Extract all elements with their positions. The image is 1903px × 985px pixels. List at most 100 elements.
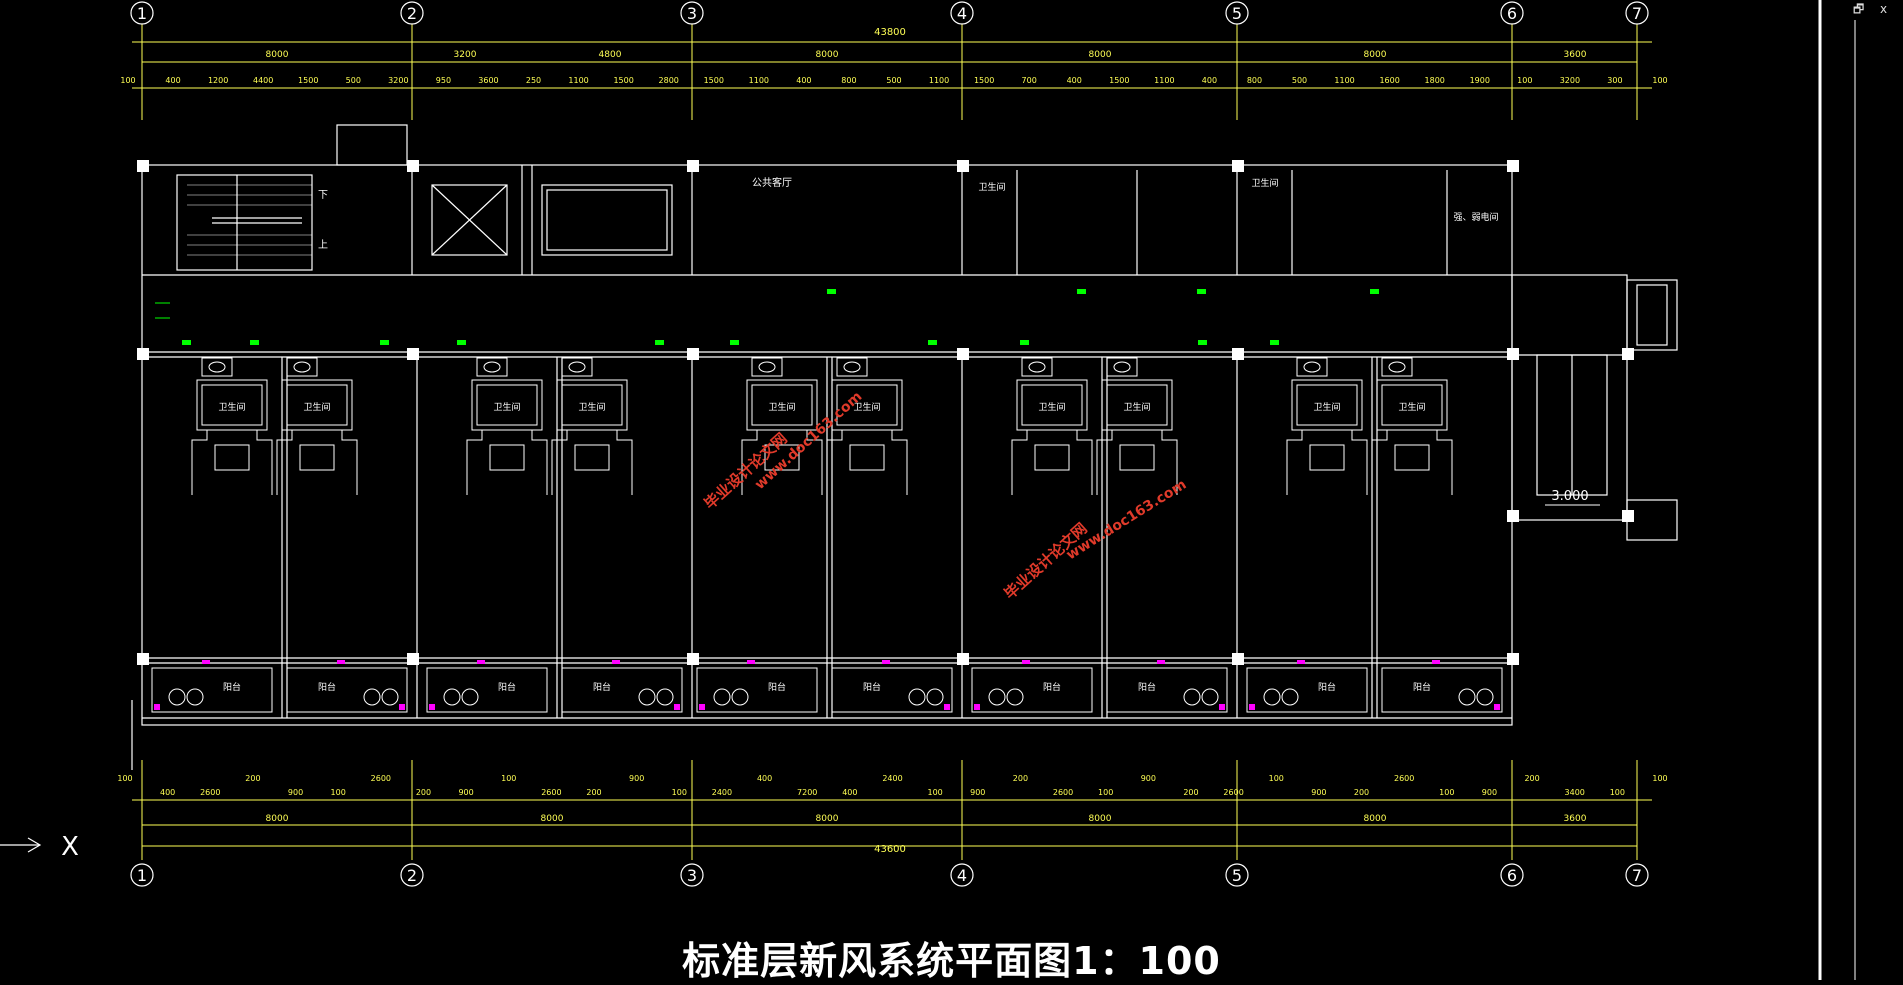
stair-up-label: 上 [318,239,328,251]
fresh-air-vent [730,340,739,345]
toilet-label: 卫生间 [1123,401,1150,413]
axis-label: 2 [407,866,417,885]
axis-bubble-bottom-3: 3 [680,863,704,887]
axis-bubble-top-3: 3 [680,1,704,25]
balcony-unit: 阳台 [286,660,408,713]
toilet-label: 卫生间 [1398,401,1425,413]
fresh-air-vent [1020,340,1029,345]
bottom-detail-dimension: 2600 [1223,788,1243,797]
bottom-detail-dimension: 200 [586,788,601,797]
top-detail-dimension: 400 [1067,76,1082,85]
bottom-detail-dimension: 2400 [712,788,732,797]
axis-bubble-top-1: 1 [130,1,154,25]
close-icon: x [1880,2,1888,16]
fresh-air-vent [182,340,191,345]
bottom-detail-dimension: 200 [1013,774,1028,783]
bottom-detail-dimension: 200 [1183,788,1198,797]
bottom-detail-dimension: 900 [970,788,985,797]
top-detail-dimension: 800 [1247,76,1262,85]
ucs-icon: X [0,832,79,862]
fresh-air-vent [1077,289,1086,294]
balcony-unit: 阳台 [831,660,953,713]
top-detail-dimension: 500 [886,76,901,85]
top-detail-dimension: 1200 [208,76,228,85]
bottom-bay-dimension: 8000 [816,814,839,824]
overall-dimension-bottom: 43600 [874,844,906,855]
electric-room-label: 强、弱电间 [1453,211,1498,223]
axis-label: 2 [407,4,417,23]
top-detail-dimension: 1500 [298,76,318,85]
top-detail-dimension: 1500 [1109,76,1129,85]
top-detail-dimension: 400 [165,76,180,85]
bottom-bay-dimension: 8000 [266,814,289,824]
structural-columns [137,160,1634,665]
bathroom-unit: 卫生间 [466,357,548,495]
top-detail-dimension: 1500 [613,76,633,85]
toilet-label-north-2: 卫生间 [1251,177,1278,189]
dimension-lines [132,24,1652,860]
restore-window-button[interactable]: 🗗 [1853,2,1864,16]
top-detail-dimension: 100 [1517,76,1532,85]
bottom-detail-dimension: 2600 [1394,774,1414,783]
axis-bubble-top-6: 6 [1500,1,1524,25]
axis-label: 7 [1632,866,1642,885]
axis-label: 1 [137,866,147,885]
axis-label: 4 [957,866,967,885]
top-bay-dimension: 8000 [1089,50,1112,60]
bottom-detail-dimension: 200 [416,788,431,797]
top-detail-dimension: 3200 [1560,76,1580,85]
bottom-detail-dimension: 200 [245,774,260,783]
axis-label: 3 [687,866,697,885]
top-detail-dimension: 950 [436,76,451,85]
toilet-label: 卫生间 [853,401,880,413]
bottom-detail-dimension: 2400 [882,774,902,783]
balcony-unit: 阳台 [151,660,273,713]
axis-label: 4 [957,4,967,23]
bottom-bay-dimension: 8000 [1364,814,1387,824]
bottom-detail-dimension: 2600 [1053,788,1073,797]
bottom-detail-dimension: 2600 [371,774,391,783]
stair-down-label: 下 [318,190,328,201]
top-detail-dimension: 500 [1292,76,1307,85]
top-detail-dimension: 1100 [749,76,769,85]
bottom-bay-dimension: 8000 [541,814,564,824]
bottom-bay-dimension: 3600 [1564,814,1587,824]
close-window-button[interactable]: x [1880,2,1887,16]
fresh-air-vent [457,340,466,345]
bottom-detail-dimension: 900 [1311,788,1326,797]
bottom-detail-dimension: 7200 [797,788,817,797]
balcony-label: 阳台 [863,681,881,693]
top-detail-dimension: 3200 [388,76,408,85]
top-detail-dimension: 4400 [253,76,273,85]
toilet-label-north-1: 卫生间 [978,181,1005,193]
bathroom-unit: 卫生间 [276,357,358,495]
axis-label: 5 [1232,4,1242,23]
top-detail-dimension: 1100 [568,76,588,85]
watermark-line-4: www.doc163.com [1064,477,1190,564]
bottom-detail-dimension: 200 [1354,788,1369,797]
bathroom-unit: 卫生间 [551,357,633,495]
axis-bubble-bottom-5: 5 [1225,863,1249,887]
top-detail-dimension: 1100 [929,76,949,85]
bottom-detail-dimension: 2600 [200,788,220,797]
top-detail-dimension: 1500 [704,76,724,85]
balcony-label: 阳台 [223,681,241,693]
balcony-label: 阳台 [498,681,516,693]
balcony-label: 阳台 [593,681,611,693]
fresh-air-vent [380,340,389,345]
bathroom-unit: 卫生间 [741,357,823,495]
fresh-air-vent [1370,289,1379,294]
balcony-label: 阳台 [1138,681,1156,693]
public-hall-label: 公共客厅 [752,176,792,189]
axis-label: 3 [687,4,697,23]
axis-bubble-bottom-2: 2 [400,863,424,887]
bathroom-units: 卫生间卫生间卫生间卫生间卫生间卫生间卫生间卫生间卫生间卫生间 [191,357,1453,495]
top-detail-dimension: 400 [796,76,811,85]
fresh-air-vent [827,289,836,294]
axis-label: 7 [1632,4,1642,23]
axis-bubble-top-2: 2 [400,1,424,25]
bottom-bay-dimension: 8000 [1089,814,1112,824]
